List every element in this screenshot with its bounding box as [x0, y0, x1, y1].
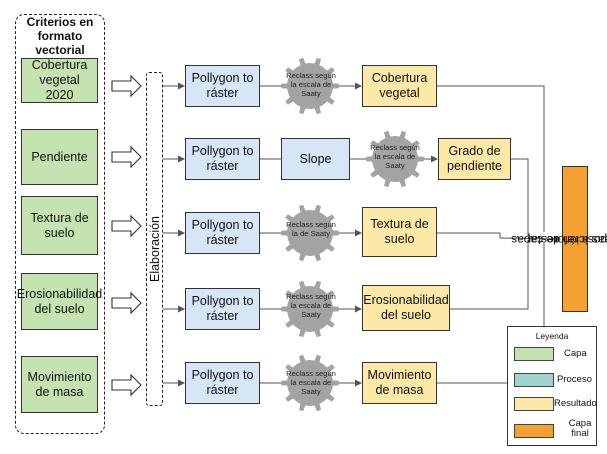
gear-label-2: Reclass según la escala de Saaty — [370, 143, 420, 171]
final-output-line2: Áreas a reforestar — [526, 232, 607, 247]
gear-label-3: Reclass según la de Saaty — [286, 220, 336, 239]
elaboration-label: Elaboración — [147, 215, 162, 283]
process-polygon-to-raster-4[interactable]: Pollygon to ráster — [185, 288, 260, 330]
hollow-arrow-2 — [111, 145, 142, 169]
legend-swatch-capa-final — [514, 424, 554, 438]
gear-label-5: Reclass según la escala de Saaty — [286, 369, 336, 397]
connector — [437, 85, 545, 232]
connector — [450, 240, 529, 310]
criterion-erosionabilidad[interactable]: Erosionabilidad del suelo — [17, 273, 102, 330]
legend-label-capa-final: Capa final — [568, 418, 592, 440]
legend-swatch-resultado — [514, 397, 554, 411]
criterion-textura[interactable]: Textura de suelo — [21, 196, 98, 255]
legend-swatch-proceso — [514, 373, 554, 387]
connector — [437, 232, 501, 238]
legend-swatch-capa — [514, 347, 554, 361]
result-movimiento[interactable]: Movimiento de masa — [362, 362, 437, 404]
result-cobertura[interactable]: Cobertura vegetal — [362, 65, 437, 107]
legend-label-proceso: Proceso — [557, 374, 592, 385]
result-textura[interactable]: Textura de suelo — [362, 207, 437, 257]
criterion-cobertura[interactable]: Cobertura vegetal 2020 — [21, 58, 98, 103]
result-pendiente[interactable]: Grado de pendiente — [438, 138, 511, 180]
criterion-pendiente[interactable]: Pendiente — [21, 129, 98, 185]
process-polygon-to-raster-5[interactable]: Pollygon to ráster — [185, 362, 260, 404]
hollow-arrow-3 — [111, 214, 142, 238]
legend-label-capa: Capa — [564, 348, 587, 359]
criteria-panel — [15, 14, 105, 434]
gear-icon — [281, 280, 339, 338]
gear-icon — [281, 204, 339, 262]
process-polygon-to-raster-2[interactable]: Pollygon to ráster — [185, 138, 260, 180]
connector — [511, 158, 529, 236]
elaboration-panel — [146, 72, 163, 406]
legend-label-resultado: Resultado — [554, 398, 597, 409]
gear-icon — [281, 57, 339, 115]
final-output-box[interactable]: Superposición de capasÁreas a reforestar — [511, 166, 607, 312]
gear-label-1: Reclass según la escala de Saaty — [286, 71, 336, 99]
connector — [499, 235, 561, 243]
criterion-movimiento[interactable]: Movimiento de masa — [21, 356, 98, 413]
process-polygon-to-raster-3[interactable]: Pollygon to ráster — [185, 212, 260, 254]
criteria-title: Criterios en formato vectorial — [26, 15, 94, 57]
hollow-arrow-5 — [111, 373, 142, 397]
gear-label-4: Reclass según la escala de Saaty — [286, 292, 336, 320]
gear-icon — [281, 354, 339, 412]
hollow-arrow-4 — [111, 291, 142, 315]
result-erosionabilidad[interactable]: Erosionabilidad del suelo — [362, 285, 450, 331]
legend-title: Leyenda — [535, 331, 569, 341]
process-slope[interactable]: Slope — [281, 138, 350, 180]
gear-icon — [366, 130, 424, 188]
hollow-arrow-1 — [111, 74, 142, 98]
process-polygon-to-raster-1[interactable]: Pollygon to ráster — [185, 65, 260, 107]
